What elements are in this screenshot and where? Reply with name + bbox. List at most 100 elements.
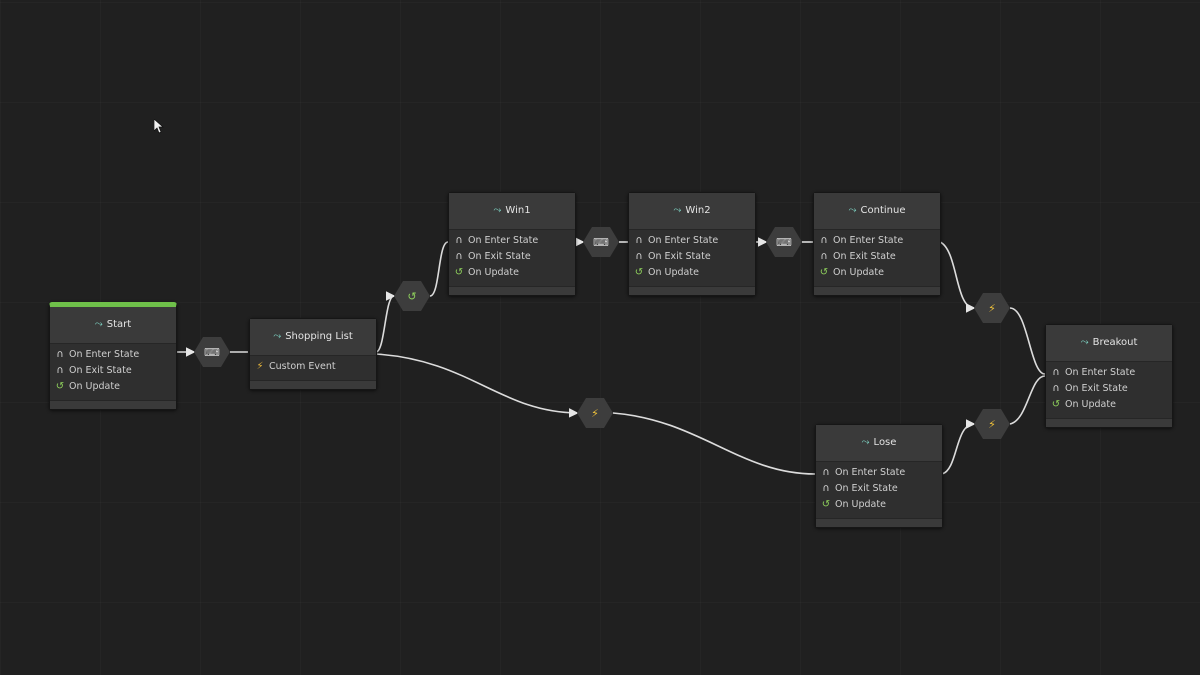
node-header[interactable]: ⤳Lose: [816, 425, 942, 462]
keyboard-icon: ⌨: [776, 235, 792, 249]
wire-t2-to-win1: [429, 241, 449, 297]
node-footer: [250, 380, 376, 389]
event-label: On Enter State: [835, 467, 906, 478]
event-label: On Exit State: [1065, 383, 1128, 394]
node-header[interactable]: ⤳Win1: [449, 193, 575, 230]
exit-state-icon: ∩: [56, 365, 64, 376]
update-icon: ↺: [55, 381, 65, 392]
state-node-shopping-list[interactable]: ⤳Shopping List ⚡ Custom Event: [249, 318, 377, 390]
node-header[interactable]: ⤳Breakout: [1046, 325, 1172, 362]
event-label: On Enter State: [69, 349, 140, 360]
node-footer: [1046, 418, 1172, 427]
event-row-update[interactable]: ↺ On Update: [50, 379, 176, 395]
wire-t6-to-lose: [612, 412, 816, 475]
event-row-enter[interactable]: ∩ On Enter State: [816, 465, 942, 481]
state-node-win1[interactable]: ⤳Win1 ∩On Enter State ∩ On Exit State ↺ On…: [448, 192, 576, 296]
node-header[interactable]: ⤳Continue: [814, 193, 940, 230]
enter-state-icon: ∩: [455, 235, 463, 246]
update-icon: ↺: [821, 499, 831, 510]
event-row-update[interactable]: ↺ On Update: [816, 497, 942, 513]
event-label: On Update: [1065, 399, 1116, 410]
lightning-icon: ⚡: [256, 361, 264, 372]
event-row-update[interactable]: ↺ On Update: [629, 265, 755, 281]
event-row-enter[interactable]: ∩ On Enter State: [50, 347, 176, 363]
transition-win1-win2[interactable]: ⌨: [583, 227, 619, 257]
node-header[interactable]: ⤳Win2: [629, 193, 755, 230]
lightning-icon: ⚡: [988, 301, 996, 315]
exit-state-icon: ∩: [635, 251, 643, 262]
event-label: On Enter State: [1065, 367, 1136, 378]
event-label: Custom Event: [269, 361, 336, 372]
state-node-breakout[interactable]: ⤳Breakout ∩ On Enter State ∩ On Exit State…: [1045, 324, 1173, 428]
event-row-exit[interactable]: ∩ On Exit State: [816, 481, 942, 497]
event-label: On Exit State: [648, 251, 711, 262]
transition-continue-breakout[interactable]: ⚡: [974, 293, 1010, 323]
event-row-enter[interactable]: ∩On Enter State: [629, 233, 755, 249]
event-row-update[interactable]: ↺ On Update: [449, 265, 575, 281]
state-node-start[interactable]: ⤳Start ∩ On Enter State ∩ On Exit State ↺ O…: [49, 302, 177, 410]
state-icon: ⤳: [673, 205, 682, 216]
update-icon: ↺: [819, 267, 829, 278]
enter-state-icon: ∩: [56, 349, 64, 360]
transition-lose-breakout[interactable]: ⚡: [974, 409, 1010, 439]
state-icon: ⤳: [493, 205, 502, 216]
update-icon: ↺: [634, 267, 644, 278]
node-title: Win1: [505, 205, 531, 216]
enter-state-icon: ∩: [1052, 367, 1060, 378]
exit-state-icon: ∩: [822, 483, 830, 494]
node-footer: [50, 400, 176, 409]
event-row-exit[interactable]: ∩ On Exit State: [449, 249, 575, 265]
state-node-win2[interactable]: ⤳Win2 ∩On Enter State ∩ On Exit State ↺ On…: [628, 192, 756, 296]
event-label: On Update: [69, 381, 120, 392]
event-row-update[interactable]: ↺ On Update: [1046, 397, 1172, 413]
update-icon: ↺: [407, 289, 417, 303]
node-footer: [629, 286, 755, 295]
node-title: Win2: [685, 205, 711, 216]
node-title: Shopping List: [285, 331, 353, 342]
event-label: On Update: [468, 267, 519, 278]
event-label: On Update: [835, 499, 886, 510]
event-row-exit[interactable]: ∩ On Exit State: [629, 249, 755, 265]
exit-state-icon: ∩: [455, 251, 463, 262]
event-row-enter[interactable]: ∩On Enter State: [449, 233, 575, 249]
state-node-lose[interactable]: ⤳Lose ∩ On Enter State ∩ On Exit State ↺ On…: [815, 424, 943, 528]
enter-state-icon: ∩: [820, 235, 828, 246]
event-label: On Exit State: [468, 251, 531, 262]
node-header[interactable]: ⤳Start: [50, 307, 176, 344]
event-row-update[interactable]: ↺ On Update: [814, 265, 940, 281]
transition-shopping-win1[interactable]: ↺: [394, 281, 430, 311]
node-footer: [816, 518, 942, 527]
exit-state-icon: ∩: [1052, 383, 1060, 394]
state-icon: ⤳: [94, 319, 103, 330]
state-node-continue[interactable]: ⤳Continue ∩On Enter State ∩On Exit State…: [813, 192, 941, 296]
event-row-custom[interactable]: ⚡ Custom Event: [250, 359, 376, 375]
event-row-exit[interactable]: ∩ On Exit State: [1046, 381, 1172, 397]
node-header[interactable]: ⤳Shopping List: [250, 319, 376, 356]
state-icon: ⤳: [848, 205, 857, 216]
event-row-enter[interactable]: ∩ On Enter State: [1046, 365, 1172, 381]
update-icon: ↺: [454, 267, 464, 278]
state-icon: ⤳: [1080, 337, 1089, 348]
event-label: On Update: [648, 267, 699, 278]
update-icon: ↺: [1051, 399, 1061, 410]
lightning-icon: ⚡: [591, 406, 599, 420]
event-label: On Exit State: [69, 365, 132, 376]
wire-lose-to-t7: [941, 419, 976, 475]
enter-state-icon: ∩: [822, 467, 830, 478]
node-title: Continue: [860, 205, 906, 216]
node-title: Lose: [873, 437, 897, 448]
event-row-exit[interactable]: ∩ On Exit State: [50, 363, 176, 379]
transition-start-shopping[interactable]: ⌨: [194, 337, 230, 367]
state-icon: ⤳: [861, 437, 870, 448]
transition-win2-continue[interactable]: ⌨: [766, 227, 802, 257]
wire-shopping-to-t6: [375, 353, 579, 418]
wire-shopping-to-t2: [375, 291, 396, 353]
transition-shopping-lose[interactable]: ⚡: [577, 398, 613, 428]
event-row-exit[interactable]: ∩On Exit State: [814, 249, 940, 265]
node-title: Breakout: [1092, 337, 1138, 348]
event-label: On Update: [833, 267, 884, 278]
event-row-enter[interactable]: ∩On Enter State: [814, 233, 940, 249]
event-label: On Exit State: [835, 483, 898, 494]
